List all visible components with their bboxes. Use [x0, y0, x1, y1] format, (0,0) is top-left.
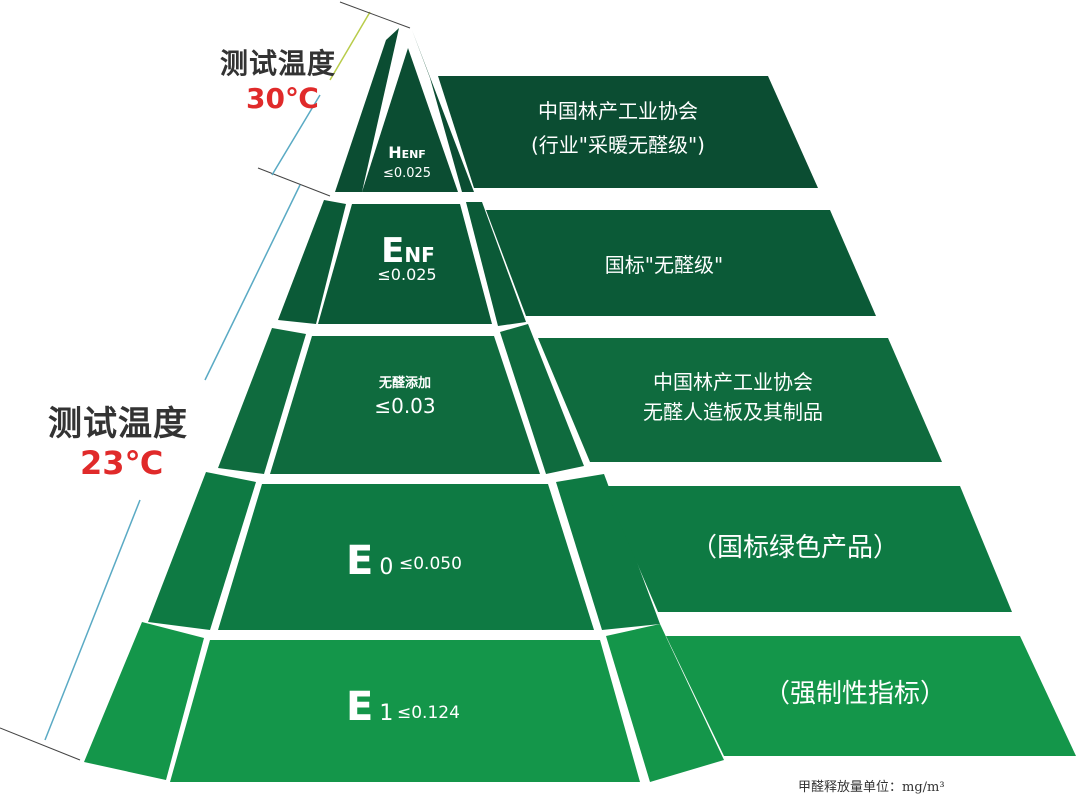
tier-henf-code: HENF	[388, 143, 426, 162]
tier-henf-desc-line2: (行业"采暖无醛级")	[531, 133, 705, 157]
tier-henf-desc-line1: 中国林产工业协会	[538, 99, 698, 123]
lower-temperature-label: 测试温度	[48, 404, 188, 444]
upper-bracket-line-2	[271, 94, 321, 176]
tier-henf-desc-box	[438, 76, 818, 188]
tier-enf-code: ENF	[381, 231, 435, 271]
tier-aldehyde-free-desc-line2: 无醛人造板及其制品	[643, 400, 823, 424]
tier-e0	[148, 472, 1012, 630]
tier-e1-limit: ≤0.124	[397, 703, 460, 723]
temperature-brackets	[0, 1, 411, 761]
tier-enf-desc-line1: 国标"无醛级"	[605, 253, 723, 277]
unit-note: 甲醛释放量单位：mg/m³	[798, 776, 945, 795]
tier-e0-right-wing	[556, 474, 660, 630]
lower-bracket-line	[204, 184, 301, 381]
tier-aldehyde-free-left-wing	[218, 328, 306, 474]
tier-henf-left-wing	[335, 28, 399, 192]
tier-aldehyde-free-code: 无醛添加	[378, 375, 431, 391]
lower-bracket-line-2	[44, 499, 141, 741]
tier-e0-center	[218, 484, 594, 630]
tier-e1-center	[170, 640, 640, 782]
tier-e0-desc-box	[604, 486, 1012, 612]
upper-bracket-tick-top	[339, 1, 411, 29]
tier-enf	[278, 200, 876, 326]
tier-e0-left-wing	[148, 472, 256, 630]
upper-temperature-value: 30℃	[246, 82, 319, 115]
lower-temperature-value: 23℃	[80, 444, 164, 482]
tier-enf-desc-box	[486, 210, 876, 316]
tier-henf-right-wing	[412, 30, 474, 192]
tier-e0-desc-line1: （国标绿色产品）	[691, 533, 899, 563]
tier-enf-left-wing	[278, 200, 346, 324]
unit-note-label: 甲醛释放量单位：	[798, 780, 903, 795]
tier-henf-center	[362, 48, 458, 192]
upper-bracket-line	[329, 11, 371, 81]
tier-e0-limit: ≤0.050	[399, 554, 462, 574]
tier-henf	[335, 28, 818, 192]
lower-bracket-tick-bottom	[0, 727, 81, 761]
tier-enf-right-wing	[466, 202, 526, 326]
tier-henf-limit: ≤0.025	[383, 166, 431, 181]
unit-note-unit: mg/m³	[902, 780, 945, 795]
tier-aldehyde-free-center	[270, 336, 540, 474]
tier-aldehyde-free-right-wing	[500, 324, 584, 474]
tier-aldehyde-free-desc-box	[538, 338, 942, 462]
upper-temperature-label: 测试温度	[220, 47, 337, 80]
tier-aldehyde-free-desc-line1: 中国林产工业协会	[653, 370, 813, 394]
tier-enf-limit: ≤0.025	[377, 265, 436, 284]
tier-e1-left-wing	[84, 622, 204, 780]
tier-descriptions: 中国林产工业协会 (行业"采暖无醛级") 国标"无醛级" 中国林产工业协会 无醛…	[531, 99, 946, 709]
tier-aldehyde-free-limit: ≤0.03	[374, 394, 435, 418]
tier-e1-desc-line1: （强制性指标）	[764, 679, 946, 709]
tier-enf-center	[318, 204, 492, 324]
tier-e1	[84, 622, 1076, 782]
tier-e1-right-wing	[606, 624, 724, 782]
tier-e1-desc-box	[666, 636, 1076, 756]
tier-aldehyde-free	[218, 324, 942, 474]
upper-bracket-tick-bottom	[257, 167, 331, 197]
